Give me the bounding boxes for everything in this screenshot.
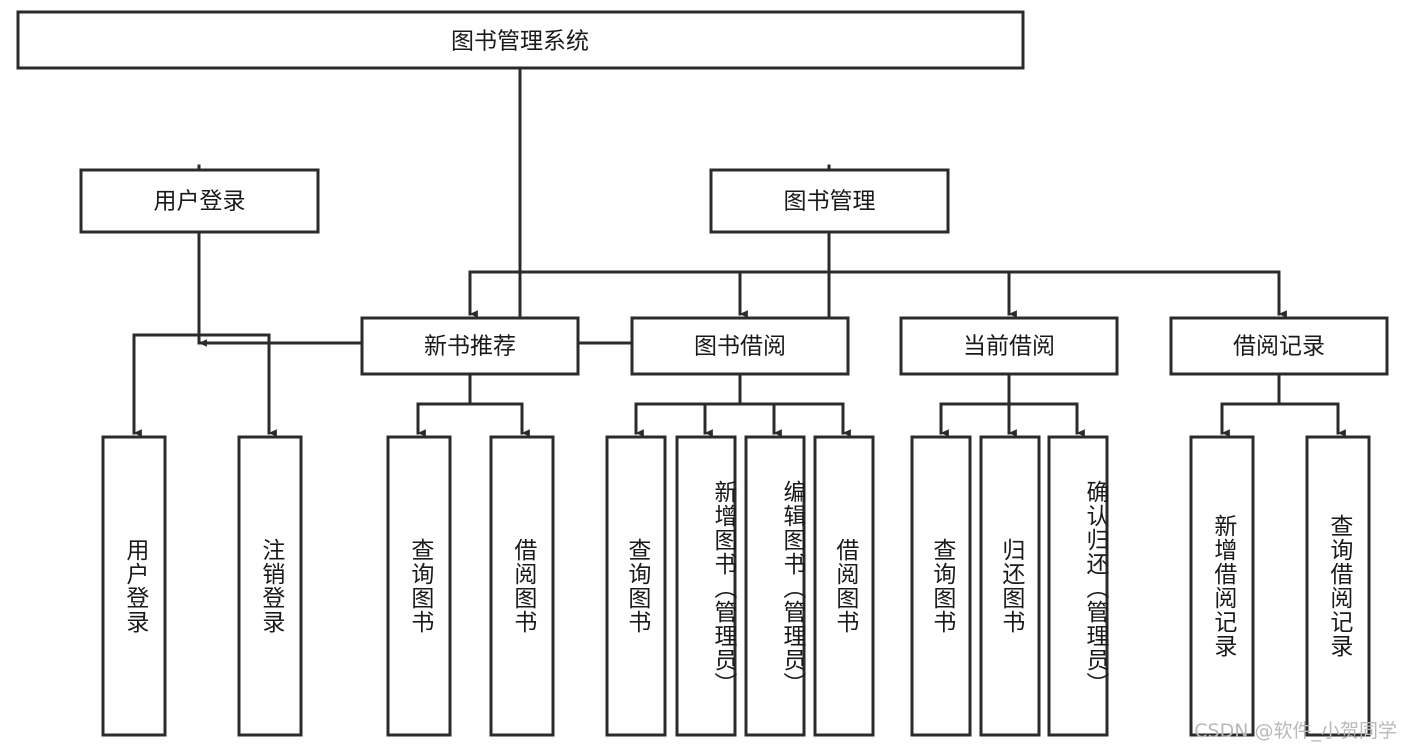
node-leaf-add-record-box[interactable] <box>1189 435 1255 737</box>
node-leaf-return-book-box[interactable] <box>979 435 1041 737</box>
node-root-box[interactable] <box>16 10 1025 70</box>
node-borrow-record-box[interactable] <box>1169 316 1389 376</box>
node-leaf-user-login-box[interactable] <box>101 435 167 737</box>
node-borrow-record[interactable]: 借阅记录 <box>1169 316 1389 376</box>
node-root-label: 图书管理系统 <box>451 29 589 55</box>
connector-group-borrow-record <box>1220 372 1346 437</box>
node-new-book-rec-label: 新书推荐 <box>424 334 516 360</box>
node-leaf-confirm-return-box[interactable] <box>1047 435 1109 737</box>
node-leaf-query-book-1-box[interactable] <box>386 435 452 737</box>
node-leaf-borrow-book-2-box[interactable] <box>813 435 875 737</box>
node-leaf-logout-login-box[interactable] <box>237 435 303 737</box>
node-leaf-query-book-2-box[interactable] <box>605 435 667 737</box>
node-book-manage-label: 图书管理 <box>784 189 876 215</box>
node-book-borrow-label: 图书借阅 <box>694 334 786 360</box>
node-new-book-rec[interactable]: 新书推荐 <box>360 316 580 376</box>
node-leaf-query-record-box[interactable] <box>1305 435 1371 737</box>
node-user-login[interactable]: 用户登录 <box>79 168 320 234</box>
node-leaf-edit-book-box[interactable] <box>744 435 806 737</box>
connector-group-current-borrow <box>939 372 1085 437</box>
node-leaf-add-book-box[interactable] <box>675 435 737 737</box>
node-new-book-rec-box[interactable] <box>360 316 580 376</box>
node-leaf-borrow-book-1-box[interactable] <box>489 435 555 737</box>
node-borrow-record-label: 借阅记录 <box>1233 334 1325 360</box>
node-book-borrow-box[interactable] <box>630 316 850 376</box>
node-leaf-query-book-3-box[interactable] <box>910 435 972 737</box>
node-user-login-box[interactable] <box>79 168 320 234</box>
node-book-manage[interactable]: 图书管理 <box>709 168 950 234</box>
connector-group-book-borrow <box>634 372 851 437</box>
node-current-borrow-label: 当前借阅 <box>963 334 1055 360</box>
node-current-borrow[interactable]: 当前借阅 <box>899 316 1119 376</box>
node-book-borrow[interactable]: 图书借阅 <box>630 316 850 376</box>
connector-group-user-login <box>132 230 277 437</box>
connector-group-book-manage <box>468 230 1287 318</box>
connector-group-new-book-rec <box>416 372 530 437</box>
node-book-manage-box[interactable] <box>709 168 950 234</box>
node-current-borrow-box[interactable] <box>899 316 1119 376</box>
csdn-watermark: CSDN @软件_小贺同学 <box>1194 720 1397 742</box>
node-user-login-label: 用户登录 <box>154 189 246 215</box>
node-root[interactable]: 图书管理系统 <box>16 10 1025 70</box>
